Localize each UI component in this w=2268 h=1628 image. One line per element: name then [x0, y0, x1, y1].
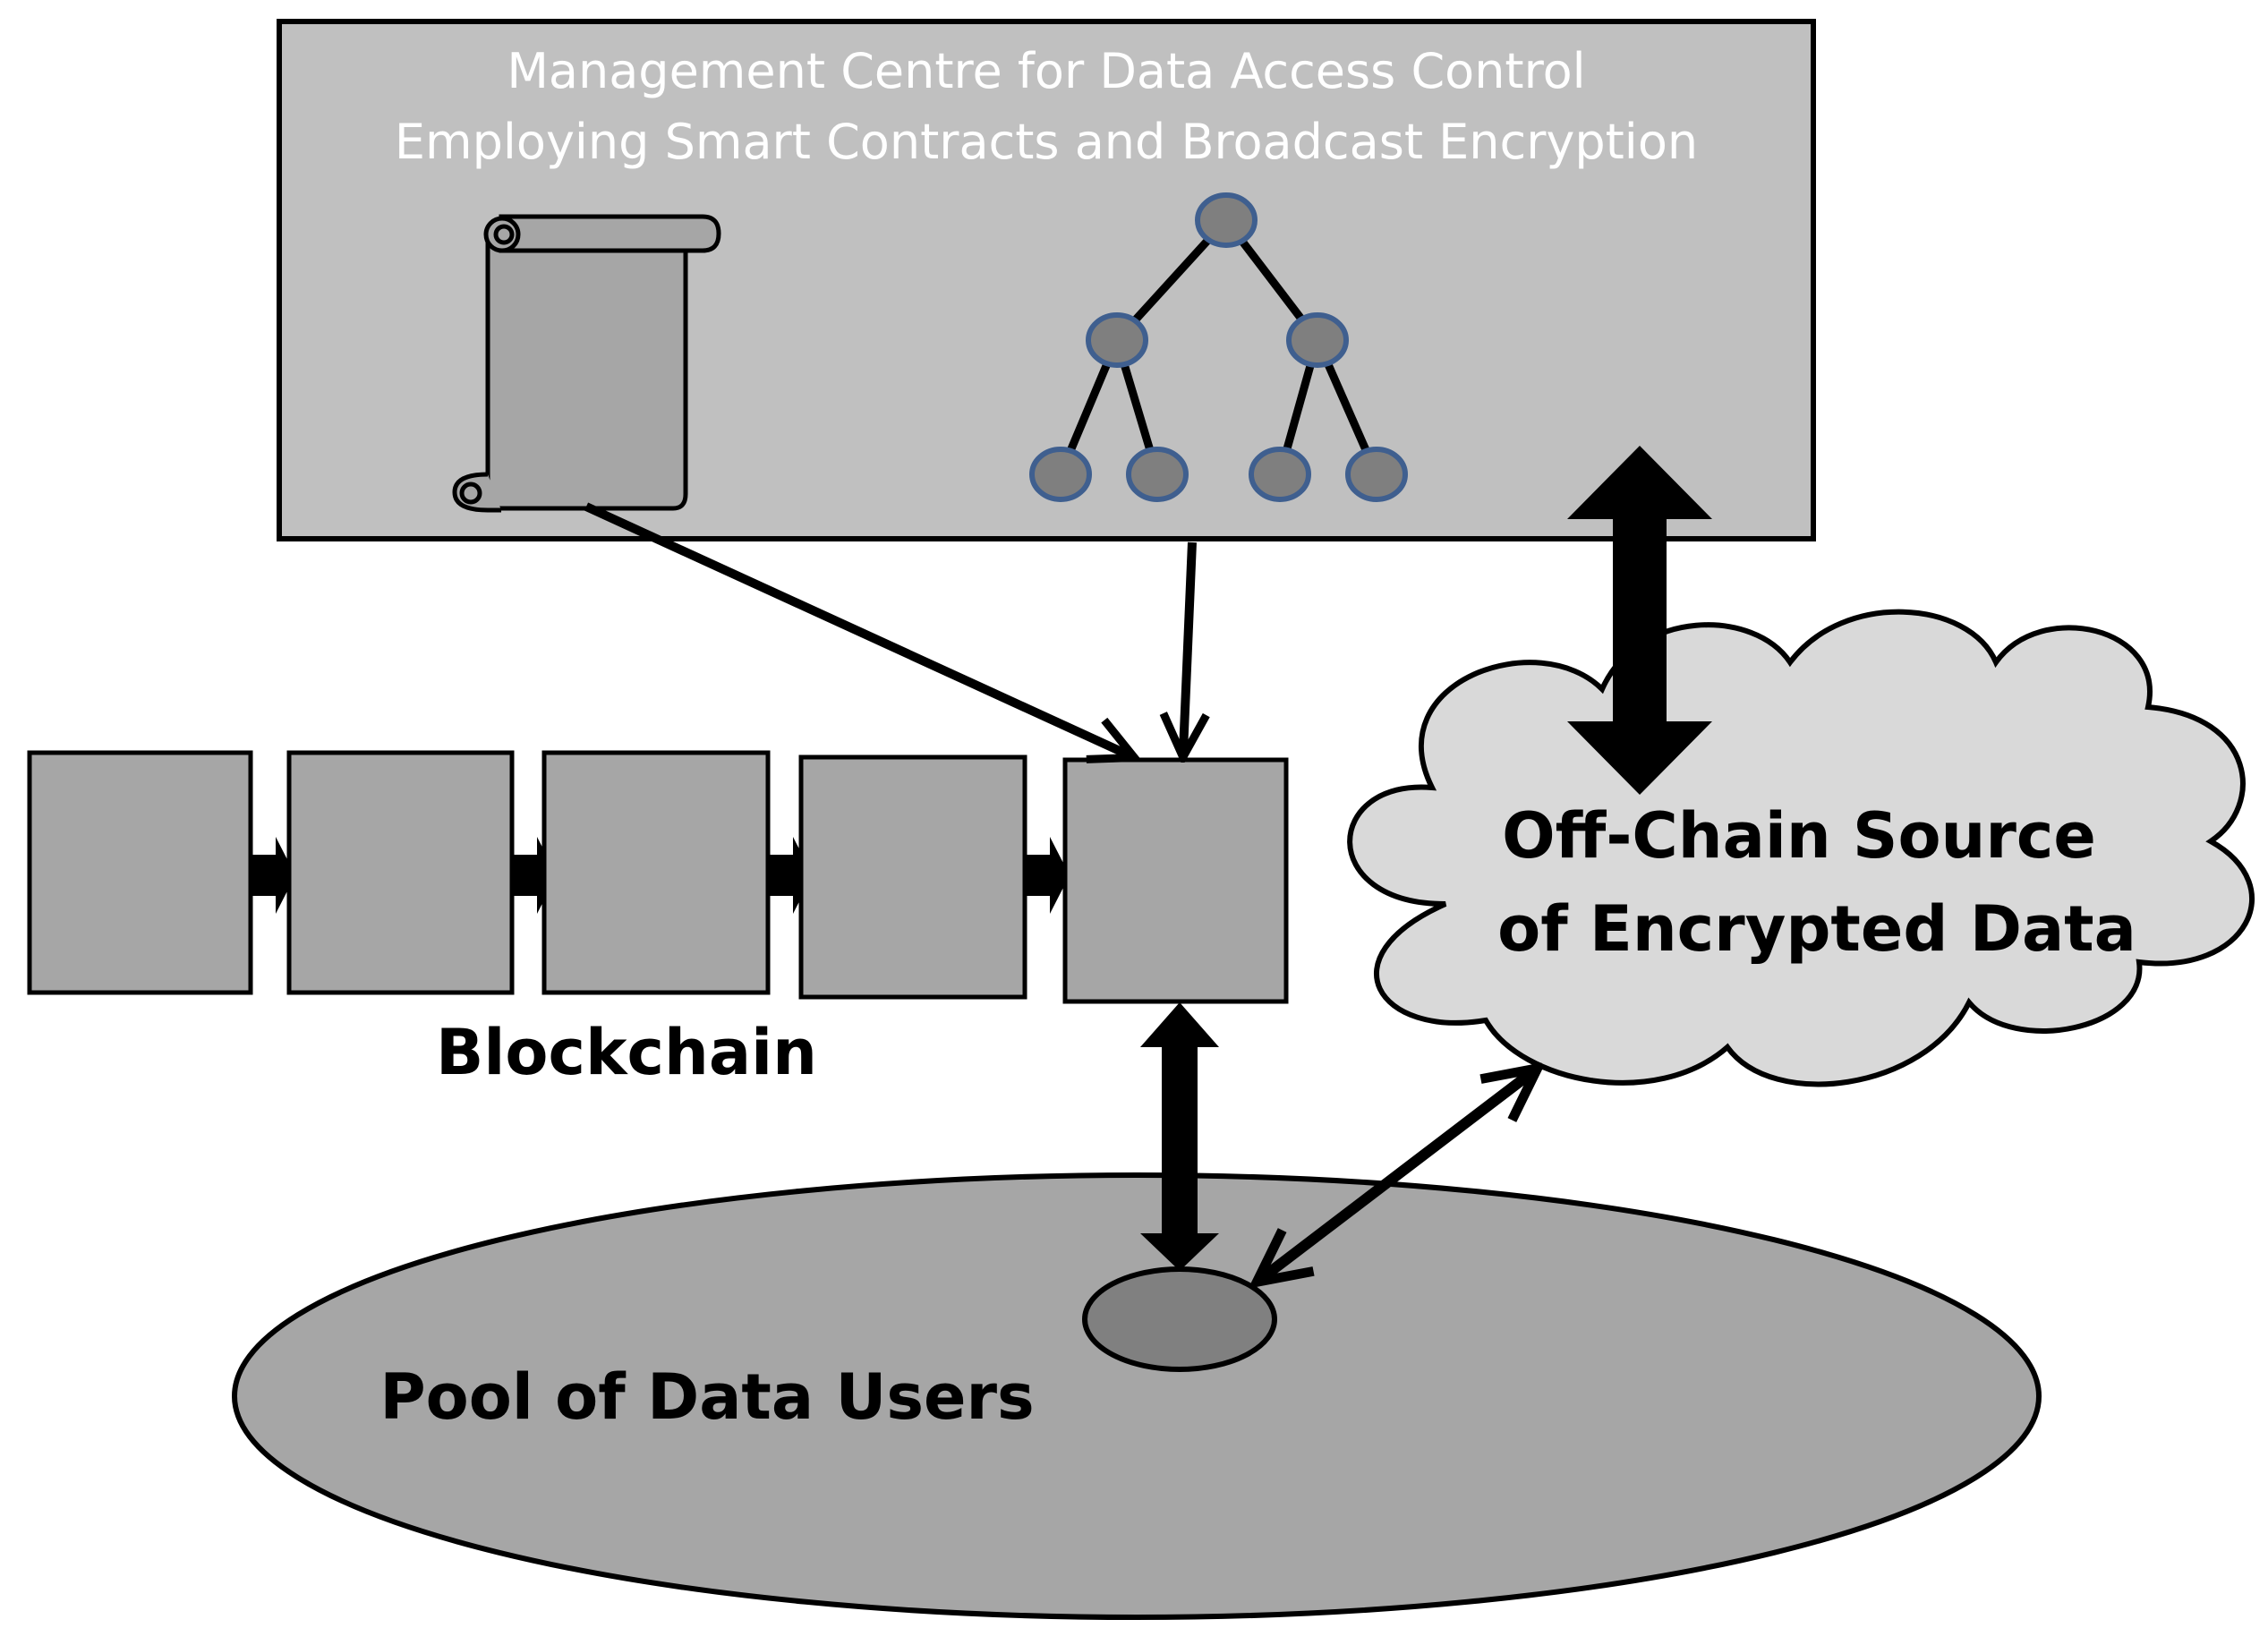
- smart-contract-arrow: [584, 502, 1130, 755]
- pool-of-data-users: Pool of Data Users: [232, 1172, 2042, 1620]
- tree-node: [1086, 312, 1148, 368]
- tree-node: [1345, 447, 1408, 502]
- management-centre: Management Centre for Data Access Contro…: [277, 19, 1816, 541]
- management-centre-title-line1: Management Centre for Data Access Contro…: [507, 43, 1585, 99]
- management-cloud-double-arrow: [1567, 446, 1712, 795]
- off-chain-cloud: Off-Chain Source of Encrypted Data: [1347, 609, 2255, 1087]
- tree-node: [1029, 447, 1092, 502]
- blockchain: [27, 750, 1289, 1004]
- pool-ellipse: [232, 1172, 2042, 1620]
- block: [541, 750, 771, 995]
- user-cloud-double-arrow: [1262, 1072, 1532, 1278]
- pool-label: Pool of Data Users: [379, 1360, 1034, 1434]
- tree-node: [1126, 447, 1189, 502]
- block: [286, 750, 515, 995]
- tree-nodes: [1029, 192, 1408, 502]
- chain-link-arrow: [1023, 837, 1070, 914]
- cloud-shape: [1347, 609, 2255, 1087]
- scroll-icon: [452, 214, 721, 513]
- block-user-double-arrow: [1140, 1002, 1219, 1271]
- management-centre-title-line2: Employing Smart Contracts and Broadcast …: [395, 114, 1698, 170]
- data-user: [1082, 1266, 1277, 1372]
- block-latest: [1062, 757, 1289, 1004]
- blockchain-label: Blockchain: [436, 1016, 817, 1089]
- tree-node: [1286, 312, 1349, 368]
- off-chain-label-line2: of Encrypted Data: [1497, 892, 2136, 966]
- off-chain-label-line1: Off-Chain Source: [1502, 799, 2096, 873]
- block: [27, 750, 253, 995]
- broadcast-arrow: [1183, 541, 1192, 752]
- tree-node: [1249, 447, 1311, 502]
- block: [798, 754, 1027, 1000]
- tree-node: [1195, 192, 1258, 248]
- chain-link-arrow: [249, 837, 295, 914]
